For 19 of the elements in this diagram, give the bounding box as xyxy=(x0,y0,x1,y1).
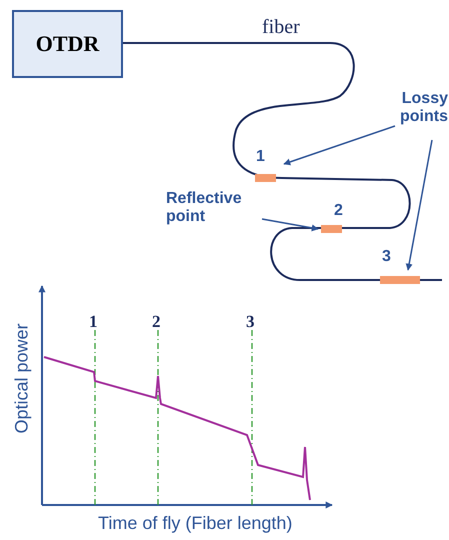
loss-marker xyxy=(255,174,276,182)
callout-number: 1 xyxy=(256,148,265,166)
event-number: 2 xyxy=(152,312,160,332)
leader-line xyxy=(283,125,396,166)
event-number: 1 xyxy=(89,312,98,332)
device-box xyxy=(12,10,123,78)
leader-line xyxy=(406,140,433,271)
callout-text: Lossy points xyxy=(399,90,448,126)
axis-title: Optical power xyxy=(12,322,32,436)
loss-marker xyxy=(380,276,420,284)
axis-title: Time of fly (Fiber length) xyxy=(98,513,292,534)
callout-number: 2 xyxy=(334,202,343,220)
callout-text: Reflective point xyxy=(166,190,243,226)
event-number: 3 xyxy=(246,312,254,332)
callout-number: 3 xyxy=(382,248,391,266)
leader-line xyxy=(262,218,319,232)
loss-marker xyxy=(321,225,342,233)
fiber-label: fiber xyxy=(262,16,300,39)
device-label: OTDR xyxy=(36,31,100,57)
